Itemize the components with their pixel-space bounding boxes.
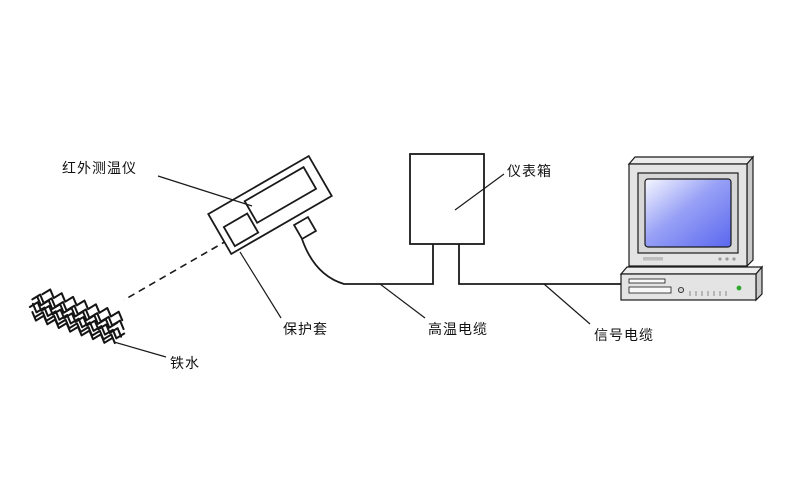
molten-iron-shape xyxy=(28,288,126,345)
sight-line xyxy=(123,239,229,301)
monitor-right-face xyxy=(746,155,754,268)
monitor-vent-slot xyxy=(643,257,663,261)
leader-instrument-box xyxy=(454,173,505,211)
leader-signal-cable xyxy=(543,283,591,325)
infrared-thermometer-shape xyxy=(207,154,333,256)
label-signal-cable: 信号电缆 xyxy=(594,327,654,343)
monitor-button xyxy=(718,257,722,261)
monitor-button xyxy=(725,257,729,261)
monitor-screen xyxy=(644,178,732,248)
instrument-box-shape xyxy=(409,153,485,245)
power-led xyxy=(736,285,742,291)
case-top-face xyxy=(619,266,764,275)
label-molten-iron: 铁水 xyxy=(170,355,200,371)
case-vents xyxy=(689,291,727,296)
label-high-temp-cable: 高温电缆 xyxy=(428,321,488,337)
leader-lines xyxy=(113,173,591,358)
leader-high-temp-cable xyxy=(379,283,426,319)
label-infrared-thermometer: 红外测温仪 xyxy=(62,160,137,176)
monitor-button xyxy=(732,257,736,261)
floppy-slot xyxy=(628,278,666,284)
hot-cable-line xyxy=(301,238,434,285)
leader-infrared-thermometer xyxy=(157,175,253,207)
floppy-slot xyxy=(628,286,672,294)
monitor-top-face xyxy=(627,156,755,165)
label-instrument-box: 仪表箱 xyxy=(507,163,552,179)
leader-protective-sleeve xyxy=(239,251,282,319)
case-keyhole xyxy=(678,286,685,293)
protective-sleeve-square xyxy=(222,212,260,248)
cable-connector xyxy=(292,215,318,241)
computer-shape xyxy=(619,155,764,302)
leader-molten-iron xyxy=(113,341,167,358)
thermometer-window xyxy=(243,165,318,225)
label-protective-sleeve: 保护套 xyxy=(283,321,328,337)
signal-cable-line xyxy=(458,244,621,285)
